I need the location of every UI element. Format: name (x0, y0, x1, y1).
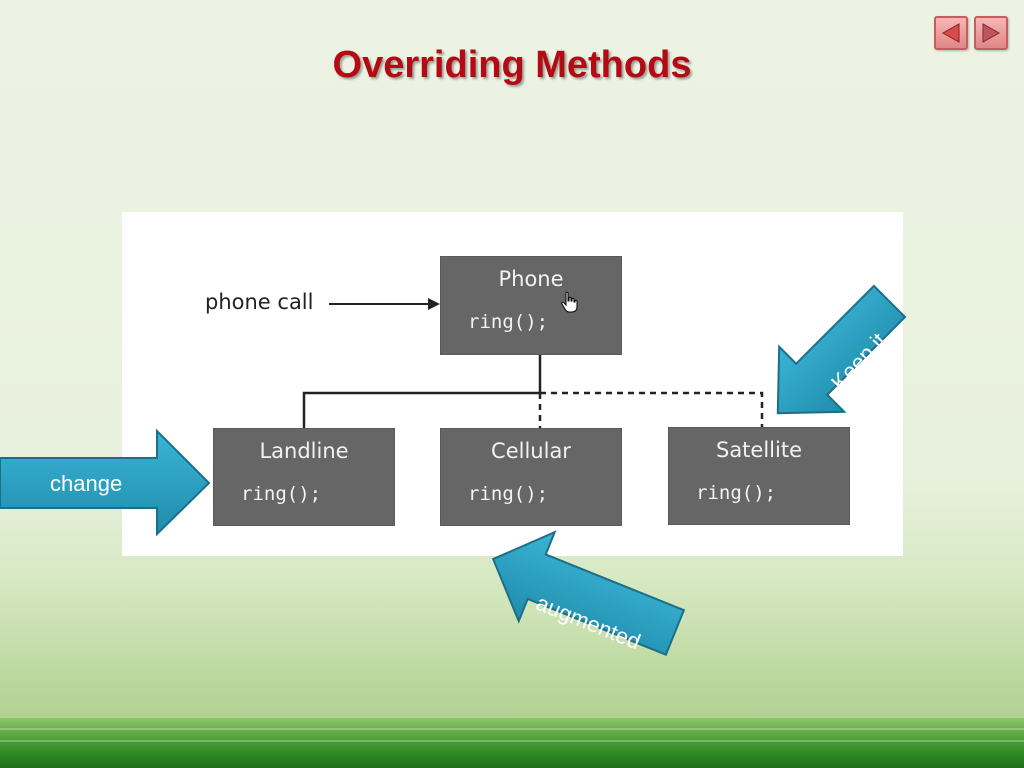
class-name: Satellite (715, 438, 802, 462)
cellular-class-box: Cellular ring(); (441, 429, 621, 525)
solid-connector-landline (302, 354, 542, 428)
class-method: ring(); (241, 483, 322, 505)
phone-class-box: Phone ring(); (441, 257, 621, 354)
triangle-right-icon (982, 23, 1001, 43)
class-name: Phone (498, 267, 564, 291)
call-arrow-head (428, 298, 440, 310)
class-method: ring(); (696, 482, 777, 504)
previous-slide-button[interactable] (934, 16, 968, 50)
slide-title: Overriding Methods (332, 44, 692, 86)
landline-class-box: Landline ring(); (214, 429, 394, 525)
change-callout-label: change (50, 471, 123, 496)
class-name: Cellular (491, 439, 571, 463)
satellite-class-box: Satellite ring(); (669, 428, 849, 524)
next-slide-button[interactable] (974, 16, 1008, 50)
footer-band (0, 718, 1024, 768)
slide-navigation (934, 16, 1008, 50)
triangle-left-icon (941, 23, 960, 43)
dashed-connector-satellite (540, 391, 764, 428)
class-method: ring(); (468, 311, 549, 333)
diagram-connectors (302, 298, 764, 428)
hand-cursor-icon (561, 291, 578, 313)
class-method: ring(); (468, 483, 549, 505)
augmented-arrow-shape (491, 530, 686, 657)
class-name: Landline (259, 439, 349, 463)
keep-arrow-shape (776, 284, 907, 415)
inheritance-diagram: phone call Phone ring(); Landline ring()… (122, 212, 903, 556)
change-arrow-shape (0, 428, 211, 537)
phone-call-label: phone call (205, 290, 314, 314)
